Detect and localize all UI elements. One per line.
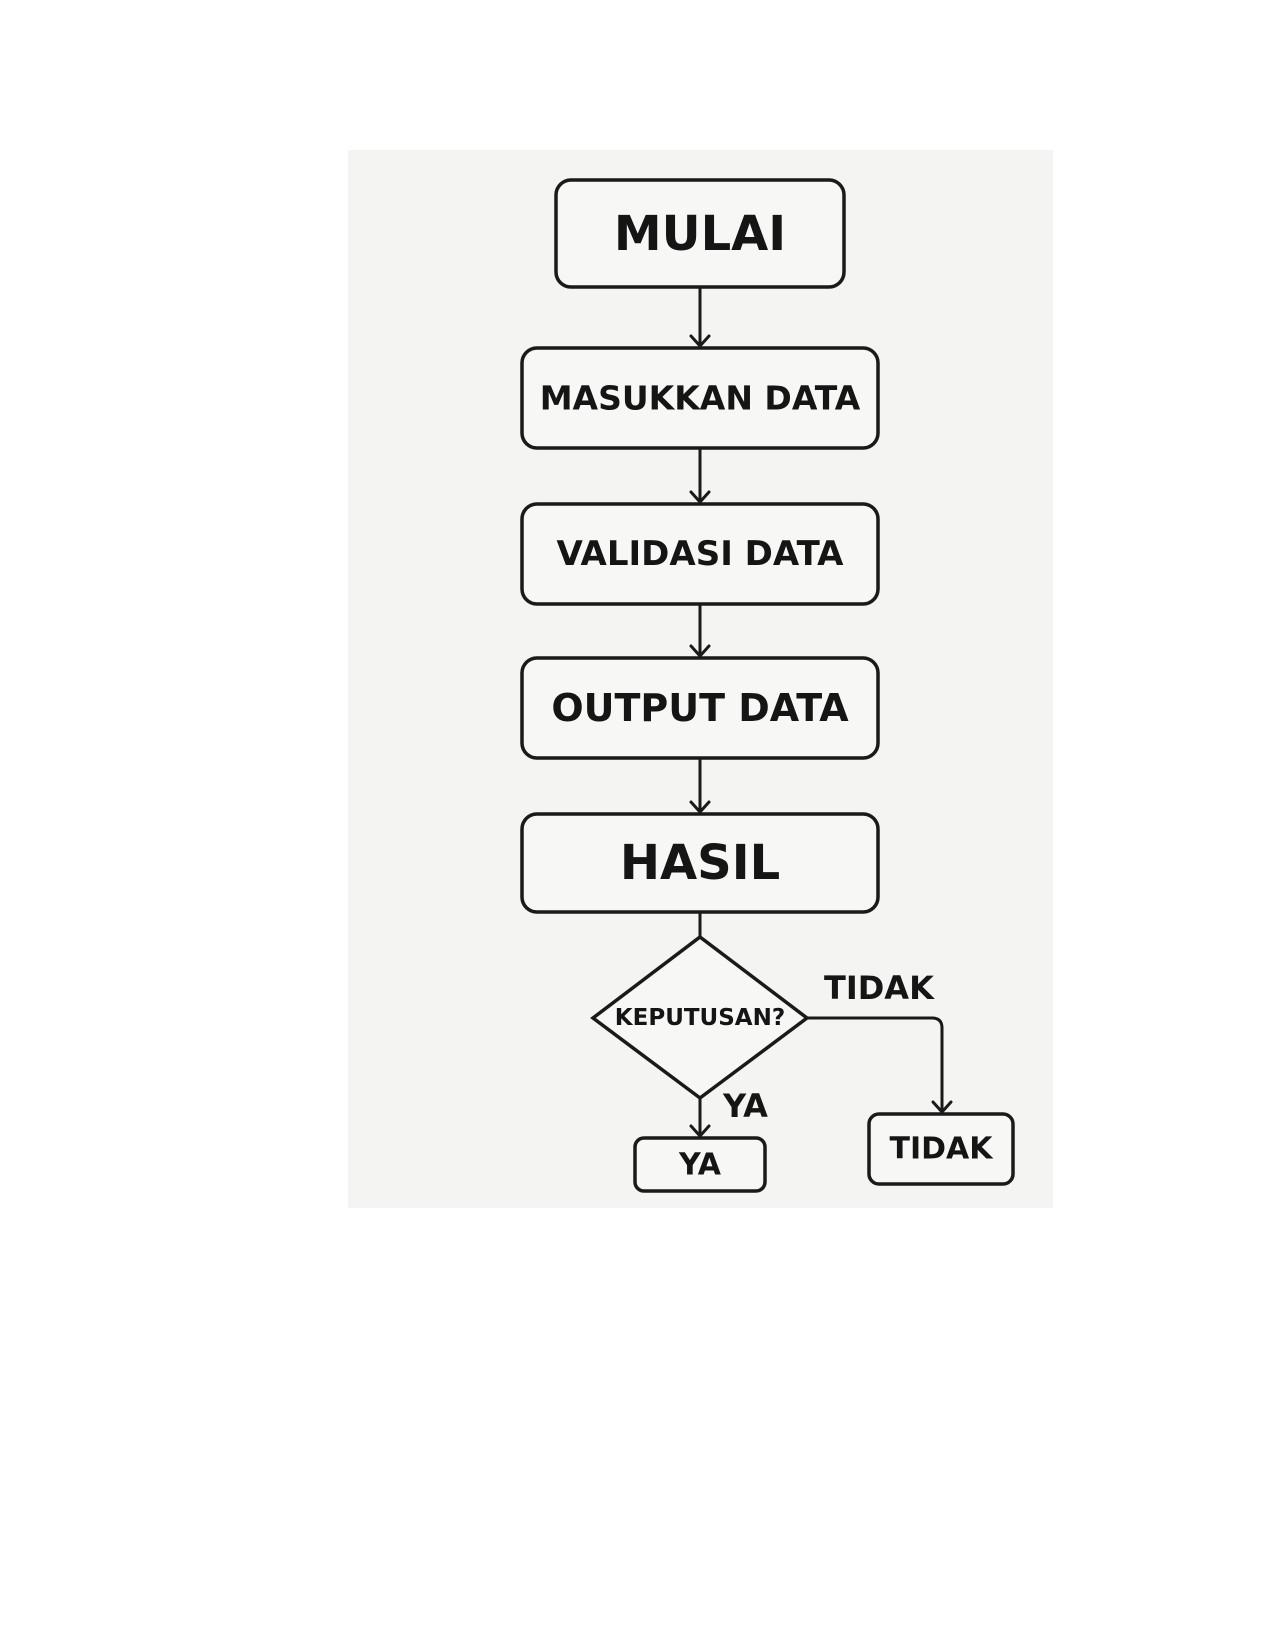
node-box [520,812,880,914]
arrowhead [689,490,711,504]
node-output-data: OUTPUT DATA [520,656,880,760]
node-label: MULAI [614,206,786,262]
connectors [689,287,953,1138]
edge-keputusan-tidak [807,1016,944,1112]
node-label: OUTPUT DATA [551,686,849,730]
arrowhead [689,644,711,658]
node-label: TIDAK [890,1132,995,1167]
node-label: HASIL [620,835,780,891]
node-keputusan: KEPUTUSAN? [590,934,810,1101]
node-tidak: TIDAK [867,1112,1015,1186]
node-box [867,1112,1015,1186]
node-validasi-data: VALIDASI DATA [520,502,880,606]
node-masukkan-data: MASUKKAN DATA [520,346,880,450]
node-mulai: MULAI [554,178,846,289]
arrowhead [689,800,711,814]
node-box [633,1136,767,1193]
node-ya: YA [633,1136,767,1193]
edge-label-ya: YA [722,1087,768,1125]
arrowhead [689,1124,711,1138]
node-box [554,178,846,289]
node-label: YA [678,1148,722,1183]
decision-diamond [590,934,810,1101]
node-box [520,656,880,760]
node-box [520,346,880,450]
node-box [520,502,880,606]
node-label: VALIDASI DATA [557,534,845,574]
edge-label-tidak: TIDAK [824,969,935,1007]
arrowhead [931,1100,953,1114]
node-hasil: HASIL [520,812,880,914]
node-label: KEPUTUSAN? [615,1005,785,1031]
arrowhead [689,334,711,348]
node-label: MASUKKAN DATA [540,379,861,418]
